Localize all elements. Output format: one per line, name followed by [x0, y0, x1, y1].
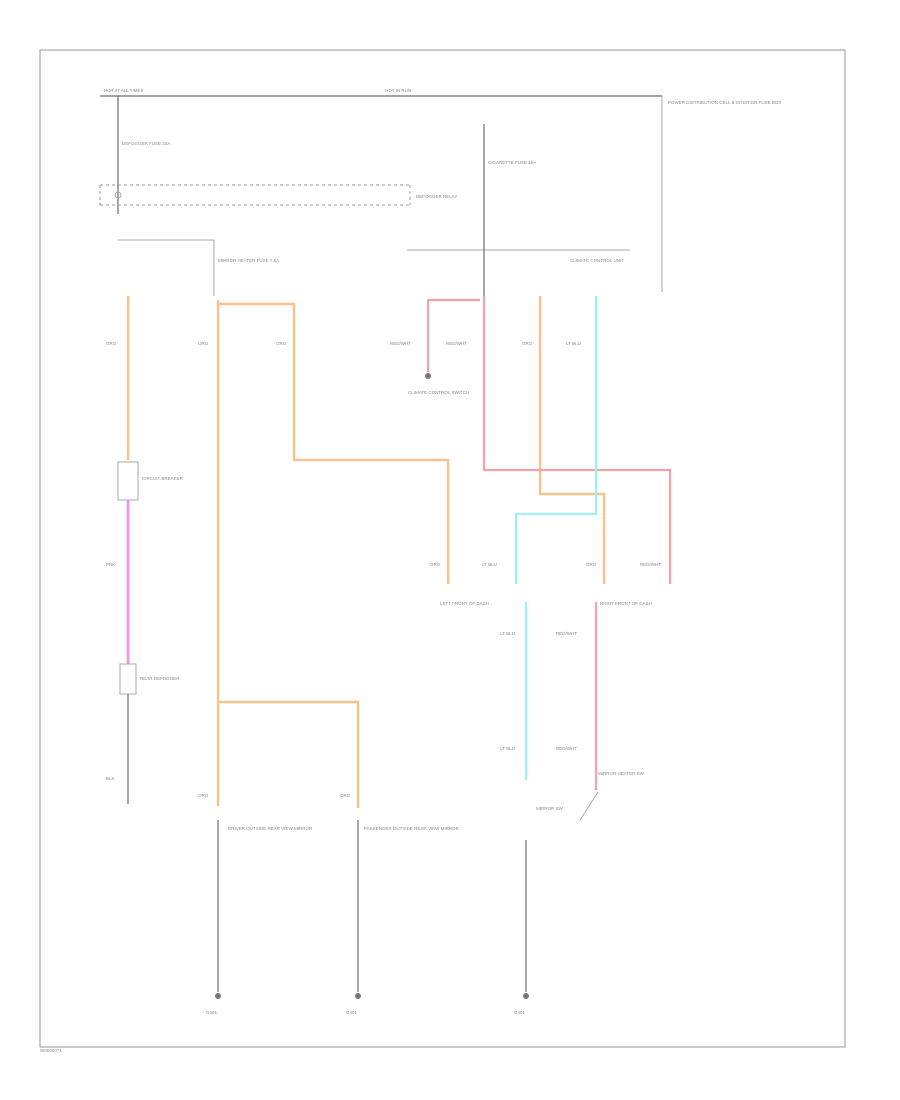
- wire-ltblu-top: [514, 296, 598, 584]
- label-front-of-dash-right: RIGHT FRONT OF DASH: [600, 601, 652, 606]
- tag-redwht-left: RED/WHT: [390, 341, 411, 346]
- tag-pnk: PNK: [106, 562, 115, 567]
- label-hot-in-run: HOT IN RUN: [385, 88, 411, 93]
- label-climate-control-left: CLIMATE CONTROL SWITCH: [408, 390, 469, 395]
- switch-arm: [579, 791, 599, 821]
- tag-redwht-bottom: RED/WHT: [556, 746, 577, 751]
- tag-ltblu-mid: LT BLU: [482, 562, 497, 567]
- footer-code: W0000071: [40, 1048, 62, 1053]
- label-hot-at-all-times: HOT AT ALL TIMES: [104, 88, 144, 93]
- relay-defogger-contact: [114, 191, 122, 199]
- label-power-distribution: POWER DISTRIBUTION CELL & INTERIOR FUSE …: [668, 100, 781, 105]
- ground-driver: [215, 993, 221, 999]
- tag-redwht-right: RED/WHT: [640, 562, 661, 567]
- label-mirror-heater-sw: MIRROR HEATER SW: [598, 771, 645, 776]
- tag-org-right: ORG: [522, 341, 533, 346]
- tag-org-branch-low: ORG: [430, 562, 441, 567]
- tag-ltblu-bottom: LT BLU: [500, 746, 515, 751]
- tag-org-branch: ORG: [276, 341, 287, 346]
- label-circuit-breaker: CIRCUIT BREAKER: [142, 476, 184, 481]
- wire-redwht-main: [482, 296, 672, 584]
- tag-org-right-low: ORG: [586, 562, 597, 567]
- label-passenger-mirror: PASSENGER OUTSIDE REAR VIEW MIRROR: [364, 826, 460, 831]
- diagram-frame: [39, 49, 846, 1048]
- ground-passenger: [355, 993, 361, 999]
- label-ground-switch: G401: [514, 1010, 526, 1015]
- label-relay-control: CLIMATE CONTROL UNIT: [570, 258, 624, 263]
- tag-org-passenger: ORG: [340, 793, 351, 798]
- label-ground-passenger: G401: [346, 1010, 358, 1015]
- label-driver-mirror: DRIVER OUTSIDE REAR VIEW MIRROR: [228, 826, 313, 831]
- label-rear-defogger: REAR DEFOGGER: [140, 676, 180, 681]
- tag-org-driver: ORG: [198, 793, 209, 798]
- wire-org-branch: [218, 302, 450, 584]
- ground-switch: [523, 993, 529, 999]
- label-front-of-dash-left: LEFT FRONT OF DASH: [440, 601, 489, 606]
- label-fuse-cigar: CIGARETTE FUSE 15A: [488, 160, 536, 165]
- label-mirror-switch: MIRROR SW: [536, 806, 564, 811]
- relay-defogger-box: [99, 184, 411, 206]
- circuit-breaker-box: [117, 461, 139, 501]
- rear-defogger-element: [119, 663, 137, 695]
- tag-redwht-low: RED/WHT: [556, 631, 577, 636]
- label-relay-defogger: DEFOGGER RELAY: [416, 194, 457, 199]
- label-fuse-defogger: DEFOGGER FUSE 30A: [122, 141, 170, 146]
- wire-redwht-left: [426, 298, 480, 372]
- wire-org-mirrors: [218, 700, 360, 808]
- wire-org-right: [538, 296, 606, 584]
- tag-org-left: ORG: [106, 341, 117, 346]
- tag-blk-left: BLK: [106, 776, 115, 781]
- splice-redwht: [425, 373, 431, 379]
- label-fuse-mirror-heater: MIRROR HEATER FUSE 7.5A: [218, 258, 279, 263]
- tag-redwht-main: RED/WHT: [446, 341, 467, 346]
- tag-ltblu-top: LT BLU: [566, 341, 581, 346]
- tag-org-main: ORG: [198, 341, 209, 346]
- label-ground-driver: G401: [206, 1010, 218, 1015]
- tag-ltblu-low: LT BLU: [500, 631, 515, 636]
